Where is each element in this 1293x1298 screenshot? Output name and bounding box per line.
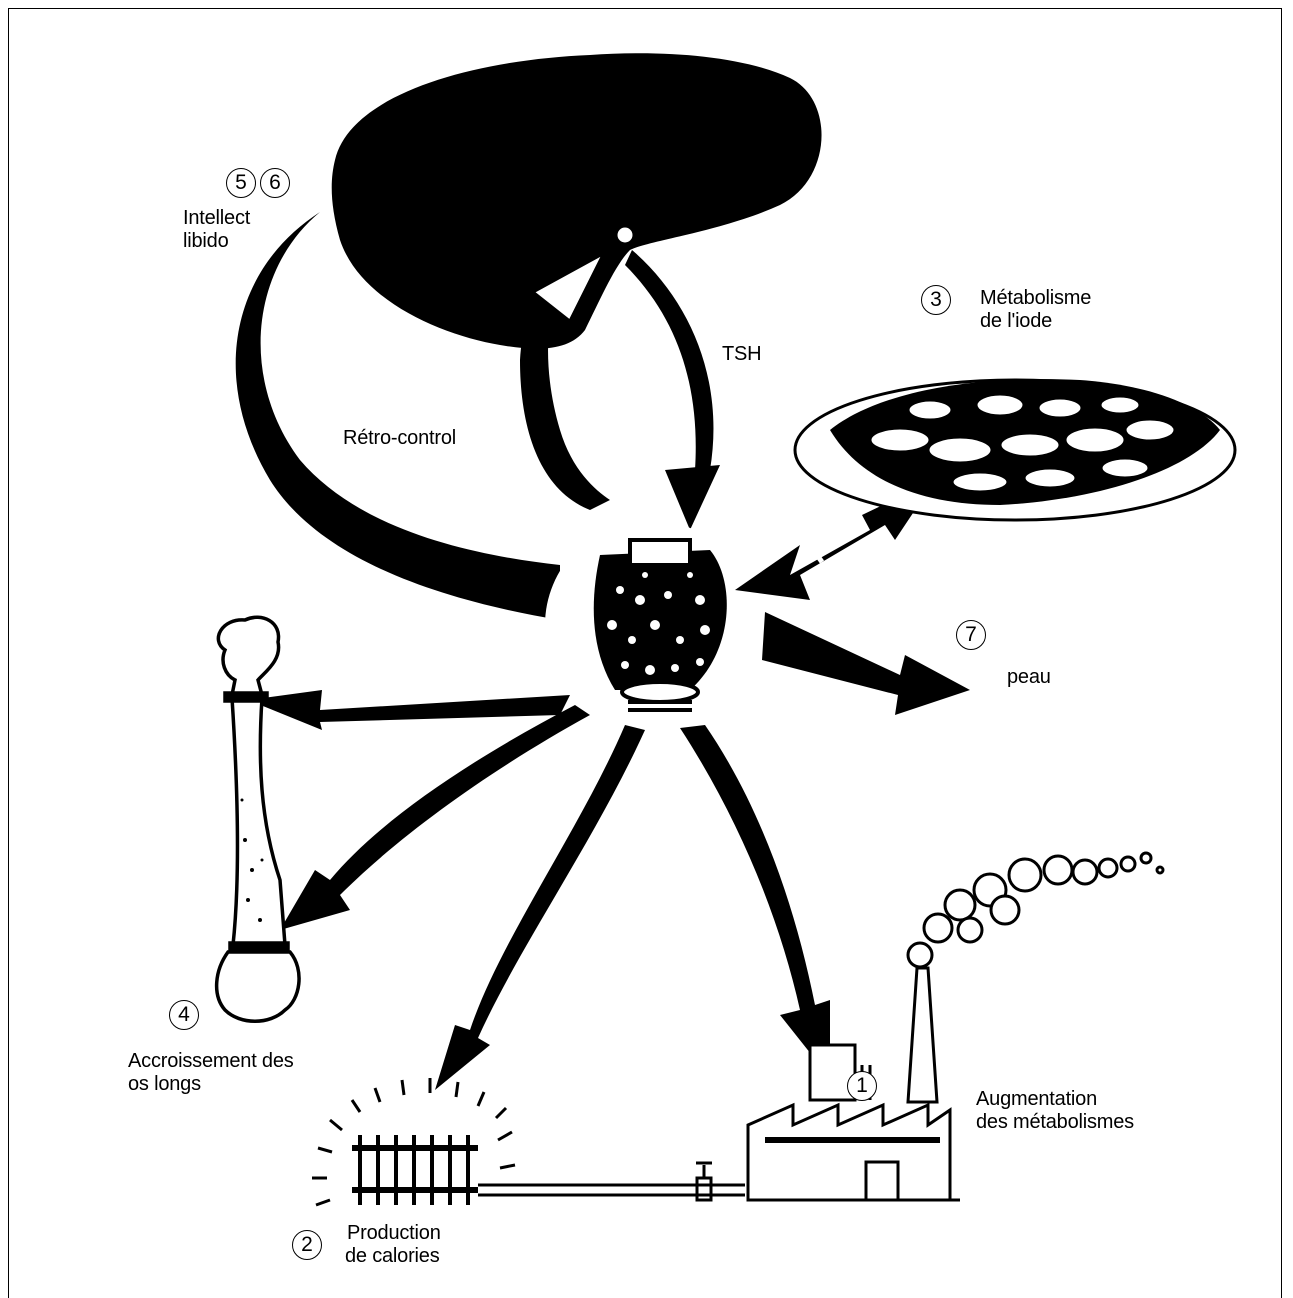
bone-upper-arrow [248,690,570,730]
iode-line-1: Métabolisme [980,287,1091,310]
intellect-line-2: libido [183,230,250,253]
thyroid-cap [630,540,690,565]
long-bone [217,617,299,1021]
retro-control-label: Rétro-control [343,427,456,450]
pituitary-shape [615,225,635,245]
iode-line-2: de l'iode [980,310,1091,333]
iode-label: Métabolisme de l'iode [980,287,1091,333]
marker-6: 6 [260,168,290,198]
peau-label: peau [1007,666,1051,689]
os-line-2: os longs [128,1073,294,1096]
marker-5: 5 [226,168,256,198]
os-line-1: Accroissement des [128,1050,294,1073]
metabolismes-line-2: des métabolismes [976,1111,1134,1134]
tsh-label: TSH [722,343,761,366]
calories-label: Production de calories [347,1222,441,1268]
tsh-arc [625,250,713,470]
factory-smoke [908,853,1163,967]
thyroid-gland [594,550,727,690]
tsh-arrowhead [665,465,720,530]
marker-1: 1 [847,1071,877,1101]
marker-4: 4 [169,1000,199,1030]
marker-7: 7 [956,620,986,650]
intellect-label: Intellect libido [183,207,250,253]
intellect-line-1: Intellect [183,207,250,230]
calories-line-1: Production [347,1222,441,1245]
metabolismes-arrow [680,725,830,1078]
calories-line-2: de calories [345,1245,441,1268]
metabolismes-line-1: Augmentation [976,1088,1134,1111]
marker-3: 3 [921,285,951,315]
marker-2: 2 [292,1230,322,1260]
radiator [352,1135,745,1205]
seafood-plate [795,379,1235,520]
peau-arrow [762,612,970,715]
os-label: Accroissement des os longs [128,1050,294,1096]
metabolismes-label: Augmentation des métabolismes [976,1088,1134,1134]
